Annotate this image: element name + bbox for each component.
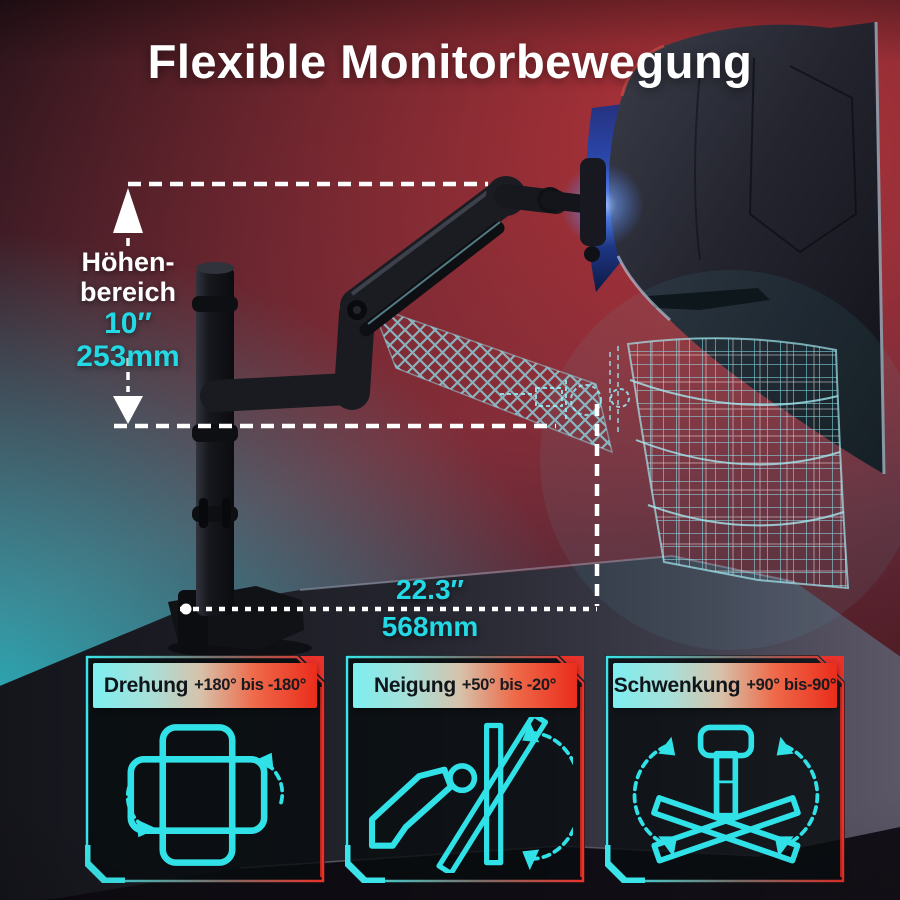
panel-range: +90° bis-90°	[746, 676, 837, 694]
arrow-up-icon	[113, 188, 143, 233]
panel-range: +180° bis -180°	[194, 676, 307, 694]
screen-tilt-icon	[368, 712, 584, 877]
spec-panel-tilt: Neigung +50° bis -20°	[345, 655, 585, 883]
arrow-down-icon	[113, 396, 143, 424]
gas-spring-arm	[340, 180, 520, 324]
panel-name: Drehung	[103, 673, 189, 697]
height-range-label: Höhen- bereich 10″ 253mm	[44, 247, 212, 373]
screen-rotation-icon	[125, 724, 285, 866]
panel-name: Schwenkung	[613, 673, 741, 697]
page-title: Flexible Monitorbewegung	[147, 35, 753, 88]
height-value-inches: 10″	[104, 307, 152, 340]
spec-panel-swivel: Schwenkung +90° bis-90°	[605, 655, 845, 883]
width-value-mm: 568mm	[381, 611, 479, 642]
panel-banner: Schwenkung +90° bis-90°	[613, 663, 837, 708]
panel-name: Neigung	[373, 673, 456, 697]
panel-range: +50° bis -20°	[461, 676, 557, 694]
height-label-line2: bereich	[79, 277, 177, 307]
panel-banner: Drehung +180° bis -180°	[93, 663, 317, 708]
measure-anchor-dot	[180, 603, 192, 615]
screen-swivel-icon	[632, 724, 820, 864]
spec-panel-rotation: Drehung +180° bis -180°	[85, 655, 325, 883]
width-value-inches: 22.3″	[396, 574, 464, 605]
height-label-line1: Höhen-	[81, 247, 175, 277]
panel-banner: Neigung +50° bis -20°	[353, 663, 577, 708]
height-value-mm: 253mm	[76, 340, 180, 373]
vesa-mount	[580, 158, 606, 246]
